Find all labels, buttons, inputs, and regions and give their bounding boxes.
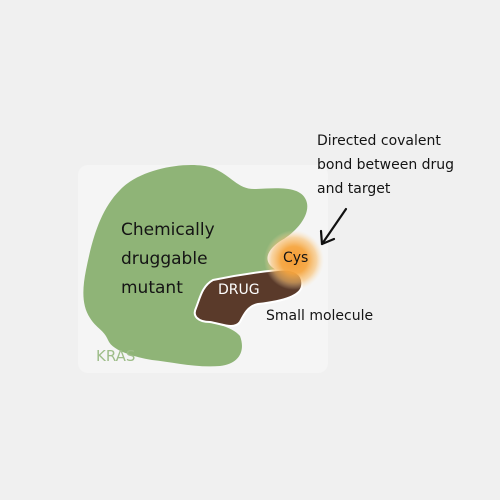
small-molecule-label: Small molecule [266, 308, 374, 324]
arrow-down-left-icon [319, 207, 348, 246]
cys-residue-glow [264, 230, 324, 290]
protein-name-label: KRAS [96, 347, 136, 365]
covalent-bond-line-3: and target [317, 181, 391, 197]
protein-description-line-3: mutant [121, 278, 183, 298]
protein-description-line-2: druggable [121, 249, 208, 269]
protein-description: Chemically druggable mutant [121, 216, 215, 303]
cys-residue-label: Cys [283, 250, 309, 266]
covalent-bond-line-2: bond between drug [317, 157, 455, 173]
kras-protein-shape [83, 164, 308, 367]
drug-label: DRUG [218, 282, 260, 298]
protein-description-line-1: Chemically [121, 220, 215, 240]
covalent-bond-line-1: Directed covalent [317, 133, 441, 149]
covalent-bond-annotation: Directed covalent bond between drug and … [317, 129, 454, 201]
